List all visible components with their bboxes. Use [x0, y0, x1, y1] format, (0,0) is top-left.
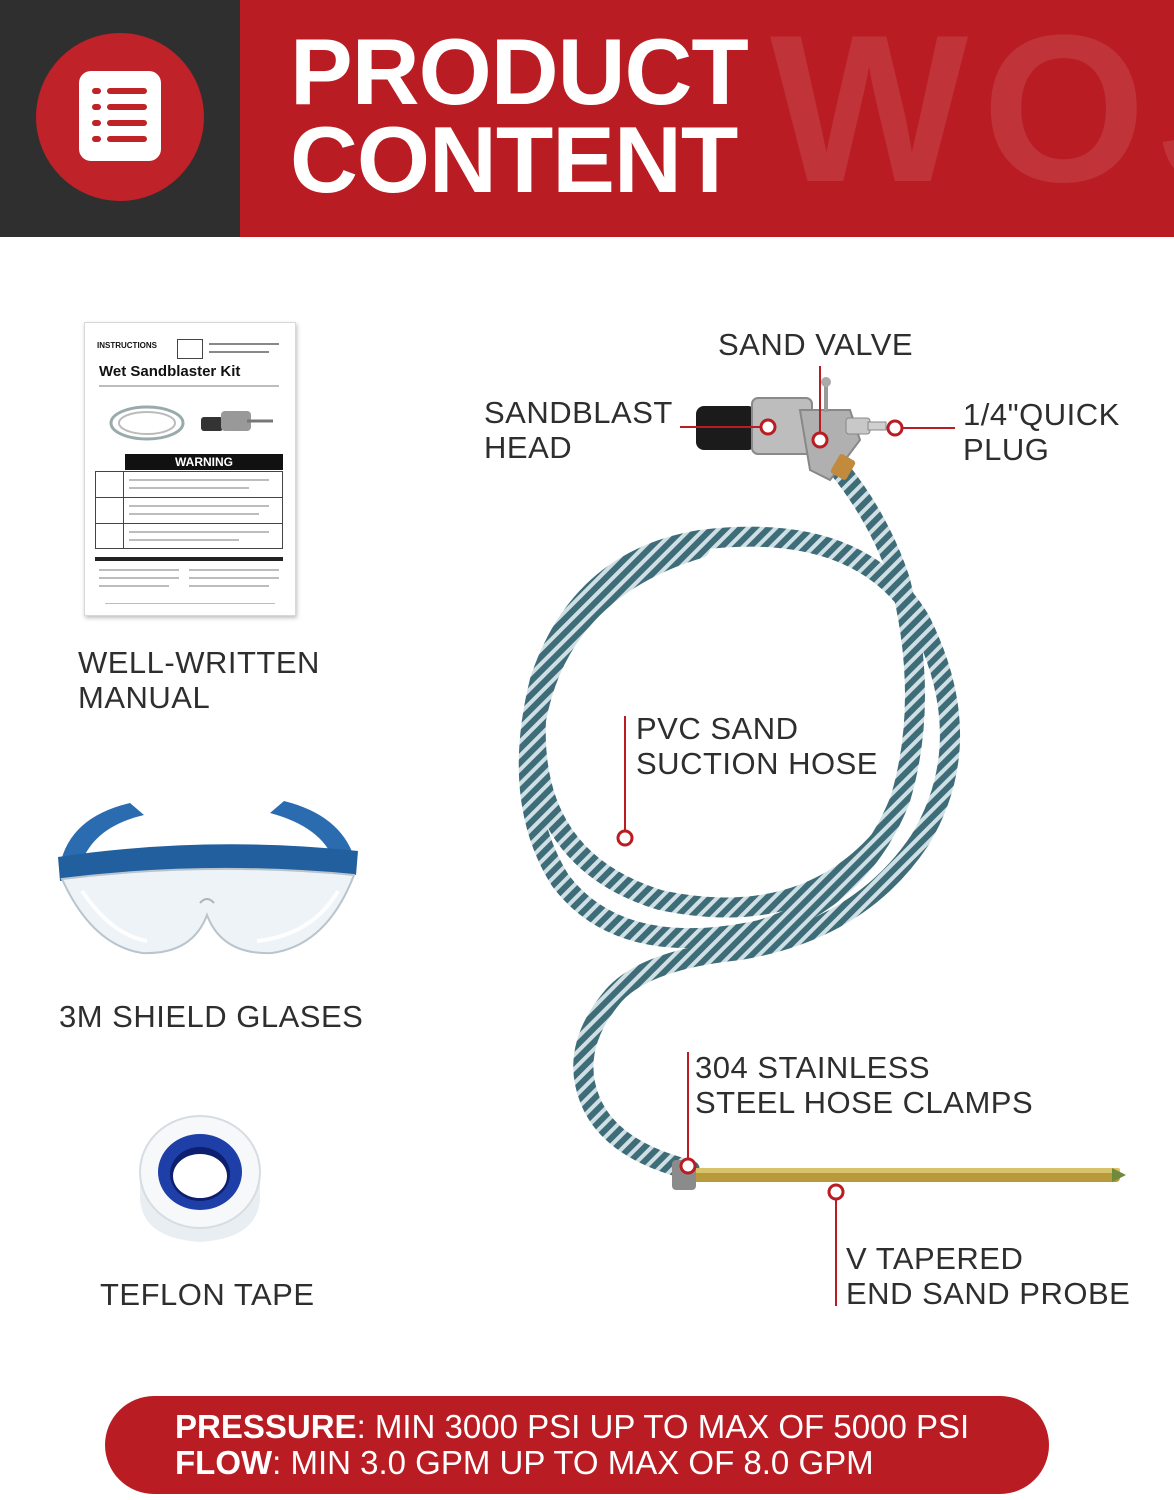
manual-heading: INSTRUCTIONS — [97, 341, 157, 350]
pressure-label: PRESSURE — [175, 1408, 357, 1445]
pressure-value: : MIN 3000 PSI UP TO MAX OF 5000 PSI — [356, 1408, 970, 1445]
callout-quick-plug: 1/4"QUICK PLUG — [963, 397, 1120, 467]
callout-sandblast-head-line-1: SANDBLAST — [484, 395, 673, 430]
callout-sandblast-head: SANDBLAST HEAD — [484, 395, 673, 465]
callout-hose-clamps-line-1: 304 STAINLESS — [695, 1050, 931, 1085]
manual-warning-table — [95, 471, 283, 549]
sandblast-head — [696, 377, 887, 482]
safety-glasses-image — [58, 801, 358, 955]
page-title-line-2: CONTENT — [290, 107, 738, 212]
marker-quick-plug — [886, 419, 904, 437]
callout-suction-hose-line-1: PVC SAND — [636, 711, 799, 746]
callout-hose-clamps-line-2: STEEL HOSE CLAMPS — [695, 1085, 1034, 1120]
header-icon-panel — [0, 0, 240, 237]
manual-info-icon — [177, 339, 203, 359]
flow-label: FLOW — [175, 1444, 273, 1481]
glasses-label: 3M SHIELD GLASES — [59, 999, 364, 1034]
manual-product-photo — [109, 405, 273, 441]
callout-quick-plug-line-2: PLUG — [963, 432, 1050, 467]
manual-warning-banner: WARNING — [125, 454, 283, 470]
callout-suction-hose-line-2: SUCTION HOSE — [636, 746, 878, 781]
marker-sandblast-head — [759, 418, 777, 436]
callout-suction-hose: PVC SAND SUCTION HOSE — [636, 711, 878, 781]
document-list-icon — [79, 71, 161, 161]
brand-watermark: WOJET — [770, 0, 1174, 226]
spec-banner: PRESSURE: MIN 3000 PSI UP TO MAX OF 5000… — [105, 1396, 1049, 1494]
callout-sand-probe-line-1: V TAPERED — [846, 1241, 1024, 1276]
callout-sand-probe-line-2: END SAND PROBE — [846, 1276, 1131, 1311]
sand-probe — [672, 1160, 1126, 1190]
tape-label: TEFLON TAPE — [100, 1277, 315, 1312]
teflon-tape-image — [139, 1115, 261, 1242]
manual-image: INSTRUCTIONS Wet Sandblaster Kit WARNING — [84, 322, 296, 616]
marker-clamps — [679, 1157, 697, 1175]
callout-sandblast-head-line-2: HEAD — [484, 430, 573, 465]
callout-sand-valve: SAND VALVE — [718, 327, 914, 362]
flow-spec: FLOW: MIN 3.0 GPM UP TO MAX OF 8.0 GPM — [175, 1444, 874, 1482]
header-banner: WOJET PRODUCT CONTENT — [0, 0, 1174, 237]
callout-sand-probe: V TAPERED END SAND PROBE — [846, 1241, 1130, 1311]
pressure-spec: PRESSURE: MIN 3000 PSI UP TO MAX OF 5000… — [175, 1408, 969, 1446]
manual-label-line-1: WELL-WRITTEN — [78, 645, 320, 680]
callout-hose-clamps: 304 STAINLESS STEEL HOSE CLAMPS — [695, 1050, 1033, 1120]
header-icon-circle — [36, 33, 204, 201]
callout-lines — [624, 366, 955, 1306]
manual-label-line-2: MANUAL — [78, 680, 211, 715]
page-title-line-1: PRODUCT — [290, 19, 749, 124]
marker-probe — [827, 1183, 845, 1201]
marker-hose — [616, 829, 634, 847]
manual-label: WELL-WRITTEN MANUAL — [78, 645, 320, 715]
page-title: PRODUCT CONTENT — [290, 19, 749, 212]
callout-quick-plug-line-1: 1/4"QUICK — [963, 397, 1120, 432]
flow-value: : MIN 3.0 GPM UP TO MAX OF 8.0 GPM — [272, 1444, 874, 1481]
marker-sand-valve — [811, 431, 829, 449]
manual-title: Wet Sandblaster Kit — [99, 363, 241, 380]
